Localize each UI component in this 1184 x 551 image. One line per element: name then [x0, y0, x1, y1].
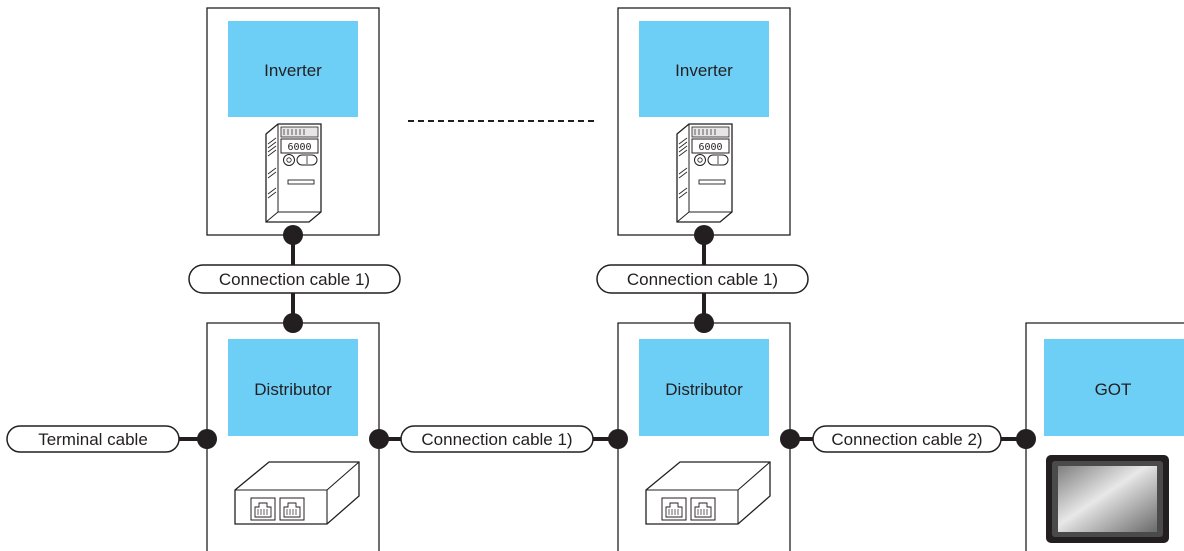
- connector-dot: [608, 429, 628, 449]
- cable-label: Connection cable 1): [421, 430, 572, 449]
- connector-dot: [283, 225, 303, 245]
- cable-label-pill: [596, 264, 809, 294]
- distributor-1-label: Distributor: [254, 380, 332, 399]
- cable-label-pill: [6, 425, 180, 453]
- inverter-2-label: Inverter: [675, 61, 733, 80]
- inverter-1-label-box: [228, 21, 358, 117]
- cable-label: Terminal cable: [38, 430, 148, 449]
- got-label: GOT: [1095, 380, 1132, 399]
- got-touchscreen-icon: [1046, 455, 1169, 543]
- got-label-box: [1044, 339, 1184, 436]
- inverter-1-label: Inverter: [264, 61, 322, 80]
- distributor-link-cable: Connection cable 1): [369, 425, 628, 453]
- inverter-1-cable: Connection cable 1): [188, 225, 401, 333]
- inverter-2-cable: Connection cable 1): [596, 225, 809, 333]
- cable-label-pill: [188, 264, 401, 294]
- inverter-2-station: Inverter 6000: [617, 7, 791, 236]
- inverter-1-icon: 6000: [265, 123, 322, 223]
- inverter-2-display: 6000: [698, 142, 722, 153]
- connector-dot: [1016, 429, 1036, 449]
- connector-dot: [694, 225, 714, 245]
- inverter-2-icon: 6000: [676, 123, 733, 223]
- cable-label: Connection cable 2): [831, 430, 982, 449]
- distributor-2-label: Distributor: [665, 380, 743, 399]
- connector-dot: [283, 313, 303, 333]
- distributor-2-station: Distributor: [617, 322, 791, 551]
- got-station: GOT: [1025, 322, 1184, 551]
- connector-dot: [369, 429, 389, 449]
- cable-label-pill: [400, 425, 594, 453]
- inverter-1-display: 6000: [287, 142, 311, 153]
- cable-label-pill: [812, 425, 1002, 453]
- distributor-1-label-box: [228, 339, 358, 436]
- distributor-1-station: Distributor: [206, 322, 380, 551]
- terminal-cable: Terminal cable: [6, 425, 217, 453]
- connector-dot: [780, 429, 800, 449]
- inverter-1-station: Inverter 6000: [206, 7, 380, 236]
- connector-dot: [694, 313, 714, 333]
- cable-label: Connection cable 1): [219, 270, 370, 289]
- inverter-2-label-box: [639, 21, 769, 117]
- connector-dot: [197, 429, 217, 449]
- distributor-2-label-box: [639, 339, 769, 436]
- cable-label: Connection cable 1): [627, 270, 778, 289]
- got-link-cable: Connection cable 2): [780, 425, 1036, 453]
